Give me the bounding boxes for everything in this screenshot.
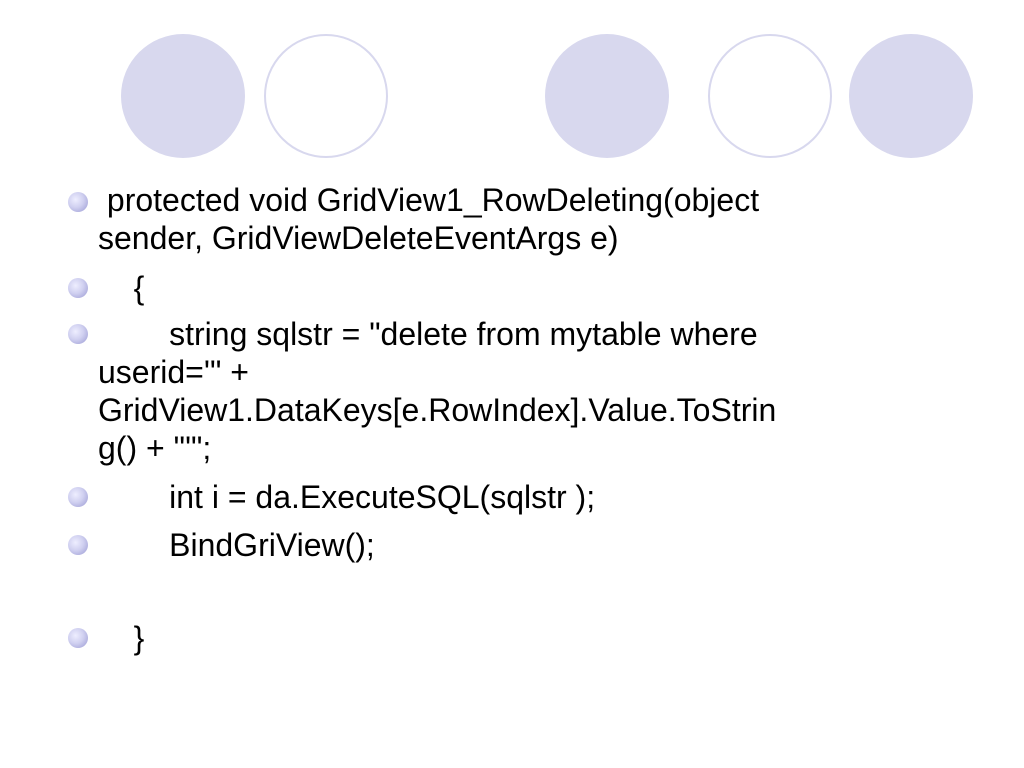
code-line: }: [98, 620, 145, 656]
code-line: g() + "'";: [98, 430, 212, 466]
code-line: sender, GridViewDeleteEventArgs e): [98, 220, 619, 256]
bullet-dot-icon: [68, 324, 88, 344]
decorative-circle-filled: [545, 34, 669, 158]
decorative-circle-filled: [849, 34, 973, 158]
bullet-dot-icon: [68, 535, 88, 555]
decorative-circle-ring: [264, 34, 388, 158]
code-line: string sqlstr = "delete from mytable whe…: [98, 316, 758, 352]
decorative-circle-ring: [708, 34, 832, 158]
bullet-dot-icon: [68, 487, 88, 507]
code-line: int i = da.ExecuteSQL(sqlstr );: [98, 479, 596, 515]
bullet-dot-icon: [68, 628, 88, 648]
bullet-dot-icon: [68, 278, 88, 298]
bullet-dot-icon: [68, 192, 88, 212]
decorative-circle-filled: [121, 34, 245, 158]
code-line: BindGriView();: [98, 527, 375, 563]
code-line: protected void GridView1_RowDeleting(obj…: [98, 182, 760, 218]
code-line: GridView1.DataKeys[e.RowIndex].Value.ToS…: [98, 392, 777, 428]
code-line: userid='" +: [98, 354, 249, 390]
code-line: {: [98, 270, 145, 306]
